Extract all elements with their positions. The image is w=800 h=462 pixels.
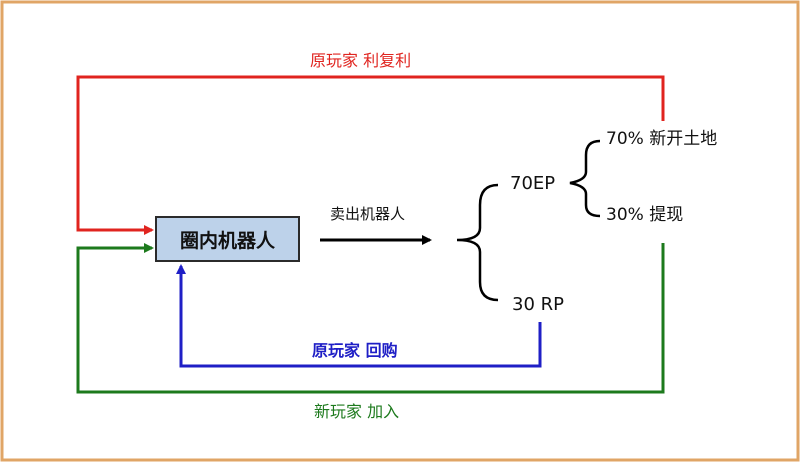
land-label: 70% 新开土地 xyxy=(606,129,718,149)
sell-label: 卖出机器人 xyxy=(330,205,406,223)
blue-loop-label: 原玩家 回购 xyxy=(312,341,398,360)
withdraw-label: 30% 提现 xyxy=(606,205,684,225)
robot-box: 圈内机器人 xyxy=(155,216,300,262)
green-loop-label: 新玩家 加入 xyxy=(314,402,400,421)
ep-label: 70EP xyxy=(510,173,556,194)
green-loop-arrow xyxy=(76,243,665,394)
split-brace-ep xyxy=(569,139,601,218)
split-brace-main xyxy=(456,183,499,302)
red-loop-label: 原玩家 利复利 xyxy=(310,51,412,70)
red-loop-arrow xyxy=(76,75,665,235)
blue-loop-arrow xyxy=(176,264,542,368)
rp-label: 30 RP xyxy=(512,294,564,315)
